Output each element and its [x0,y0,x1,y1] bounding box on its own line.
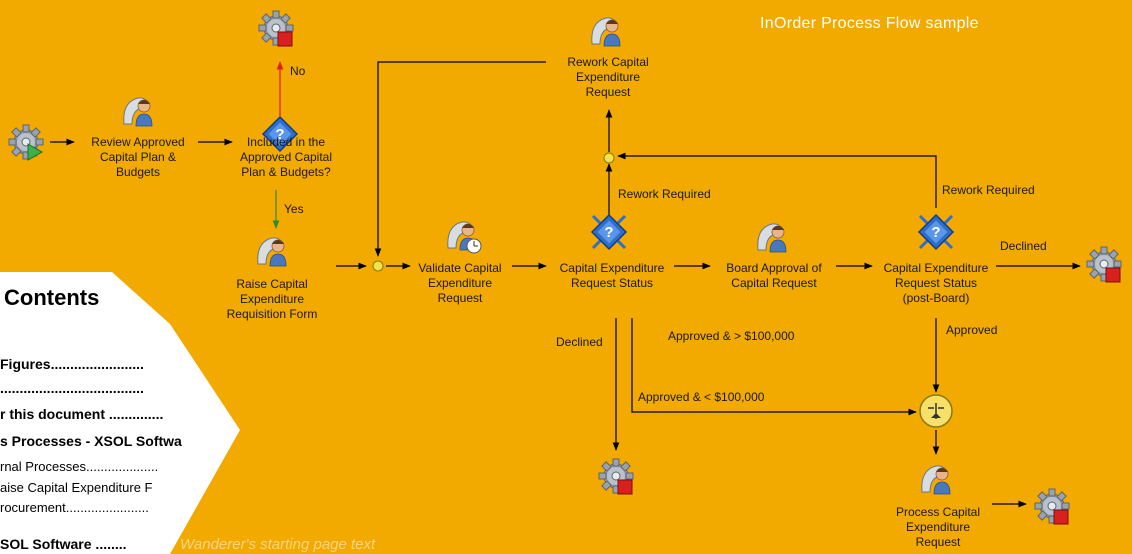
declined-end-gear-icon[interactable] [1086,246,1122,283]
connectors [50,61,1081,508]
status-decision-icon[interactable] [592,215,626,249]
label-line: Plan & Budgets? [241,165,331,179]
process-end-gear-icon[interactable] [1034,488,1070,525]
label-line: Review Approved [91,135,184,149]
label-line: Expenditure [240,292,304,306]
review-person-icon[interactable] [123,97,153,127]
label-line: Included in the [247,135,325,149]
label-line: Board Approval of [726,261,822,275]
rework-person-icon[interactable] [591,17,621,47]
label-line: Approved Capital [240,150,332,164]
label-line: Request [586,85,631,99]
label-line: Request Status [571,276,653,290]
yes-label: Yes [284,202,304,216]
approved-gt-label: Approved & > $100,000 [668,329,795,343]
label-line: Raise Capital [236,277,307,291]
label-line: Validate Capital [418,261,501,275]
synchronizer-icon[interactable] [919,394,953,428]
label-line: Request [916,535,961,549]
label-line: Rework Capital [567,55,648,69]
rework-required-label-1: Rework Required [618,187,711,201]
end-gear-icon[interactable] [258,10,294,47]
merge-junction [372,260,384,272]
status-post-decision-icon[interactable] [919,215,953,249]
label-line: Request [438,291,483,305]
declined-bottom-end-gear-icon[interactable] [598,458,634,495]
label-line: (post-Board) [903,291,970,305]
watermark-text: Wanderer's starting page text [180,536,376,553]
raise-person-icon[interactable] [257,237,287,267]
process-person-icon[interactable] [921,465,951,495]
label-line: Capital Expenditure [560,261,665,275]
rework-required-label-2: Rework Required [942,183,1035,197]
board-person-icon[interactable] [757,223,787,253]
validate-person-icon[interactable] [447,221,482,254]
label-line: Capital Expenditure [884,261,989,275]
label-line: Capital Plan & [100,150,176,164]
label-line: Expenditure [576,70,640,84]
label-line: Requisition Form [227,307,318,321]
label-line: Request Status [895,276,977,290]
declined-label-post: Declined [1000,239,1047,253]
label-line: Capital Request [731,276,817,290]
start-gear-icon[interactable] [8,124,44,161]
label-line: Expenditure [906,520,970,534]
declined-label: Declined [556,335,603,349]
label-line: Budgets [116,165,160,179]
diagram-title: InOrder Process Flow sample [760,15,979,32]
no-label: No [290,64,306,78]
label-line: Expenditure [428,276,492,290]
approved-lt-label: Approved & < $100,000 [638,390,765,404]
label-line: Process Capital [896,505,980,519]
approved-label: Approved [946,323,997,337]
rework-junction [603,152,615,164]
